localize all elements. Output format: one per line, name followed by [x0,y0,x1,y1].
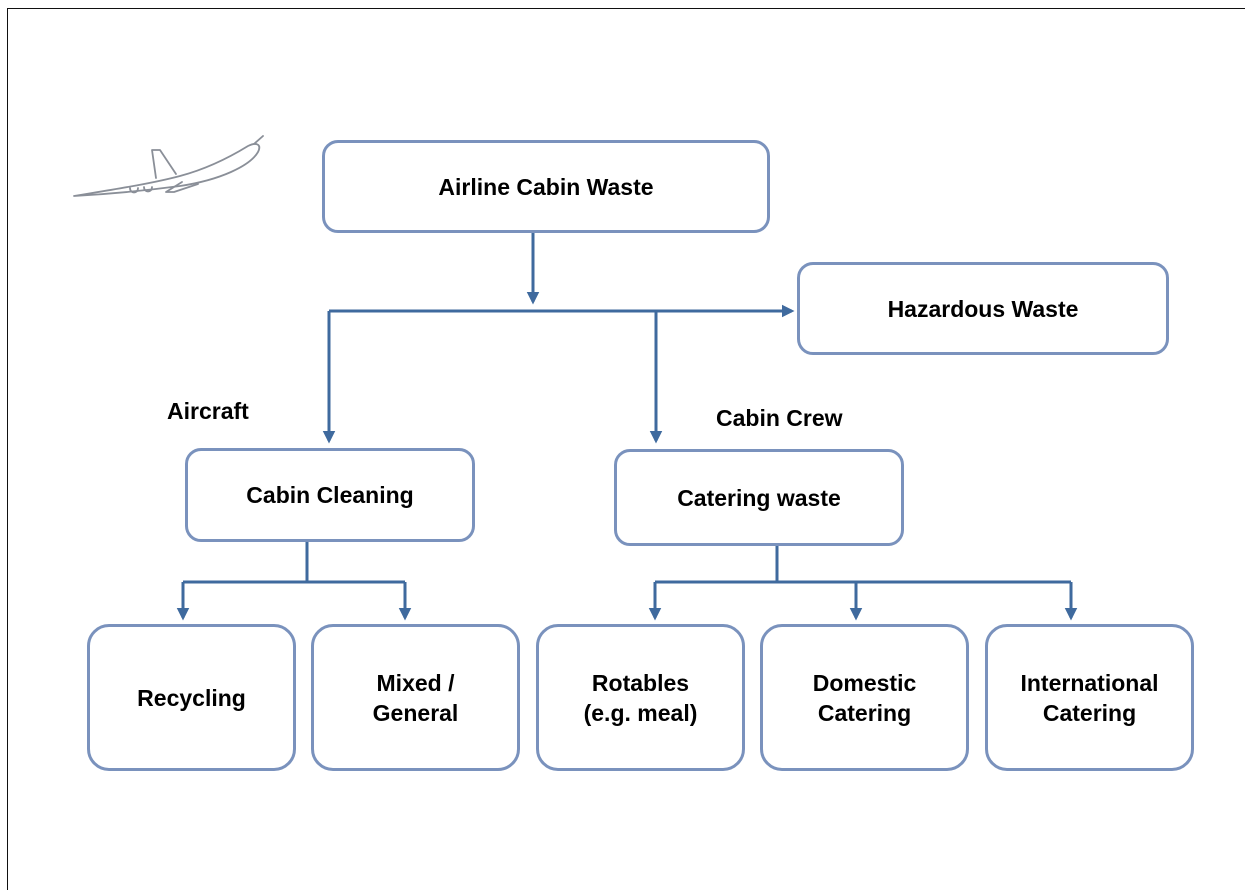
branch-label-cabin-crew: Cabin Crew [716,405,843,431]
node-international-catering: International Catering [985,624,1194,771]
node-mixed-general: Mixed / General [311,624,520,771]
node-airline-cabin-waste: Airline Cabin Waste [322,140,770,233]
branch-label-aircraft: Aircraft [167,398,249,424]
node-catering-waste: Catering waste [614,449,904,546]
airplane-icon [73,135,264,197]
page-frame [7,8,1245,890]
node-cabin-cleaning: Cabin Cleaning [185,448,475,542]
node-recycling: Recycling [87,624,296,771]
node-hazardous-waste: Hazardous Waste [797,262,1169,355]
node-rotables: Rotables (e.g. meal) [536,624,745,771]
node-domestic-catering: Domestic Catering [760,624,969,771]
